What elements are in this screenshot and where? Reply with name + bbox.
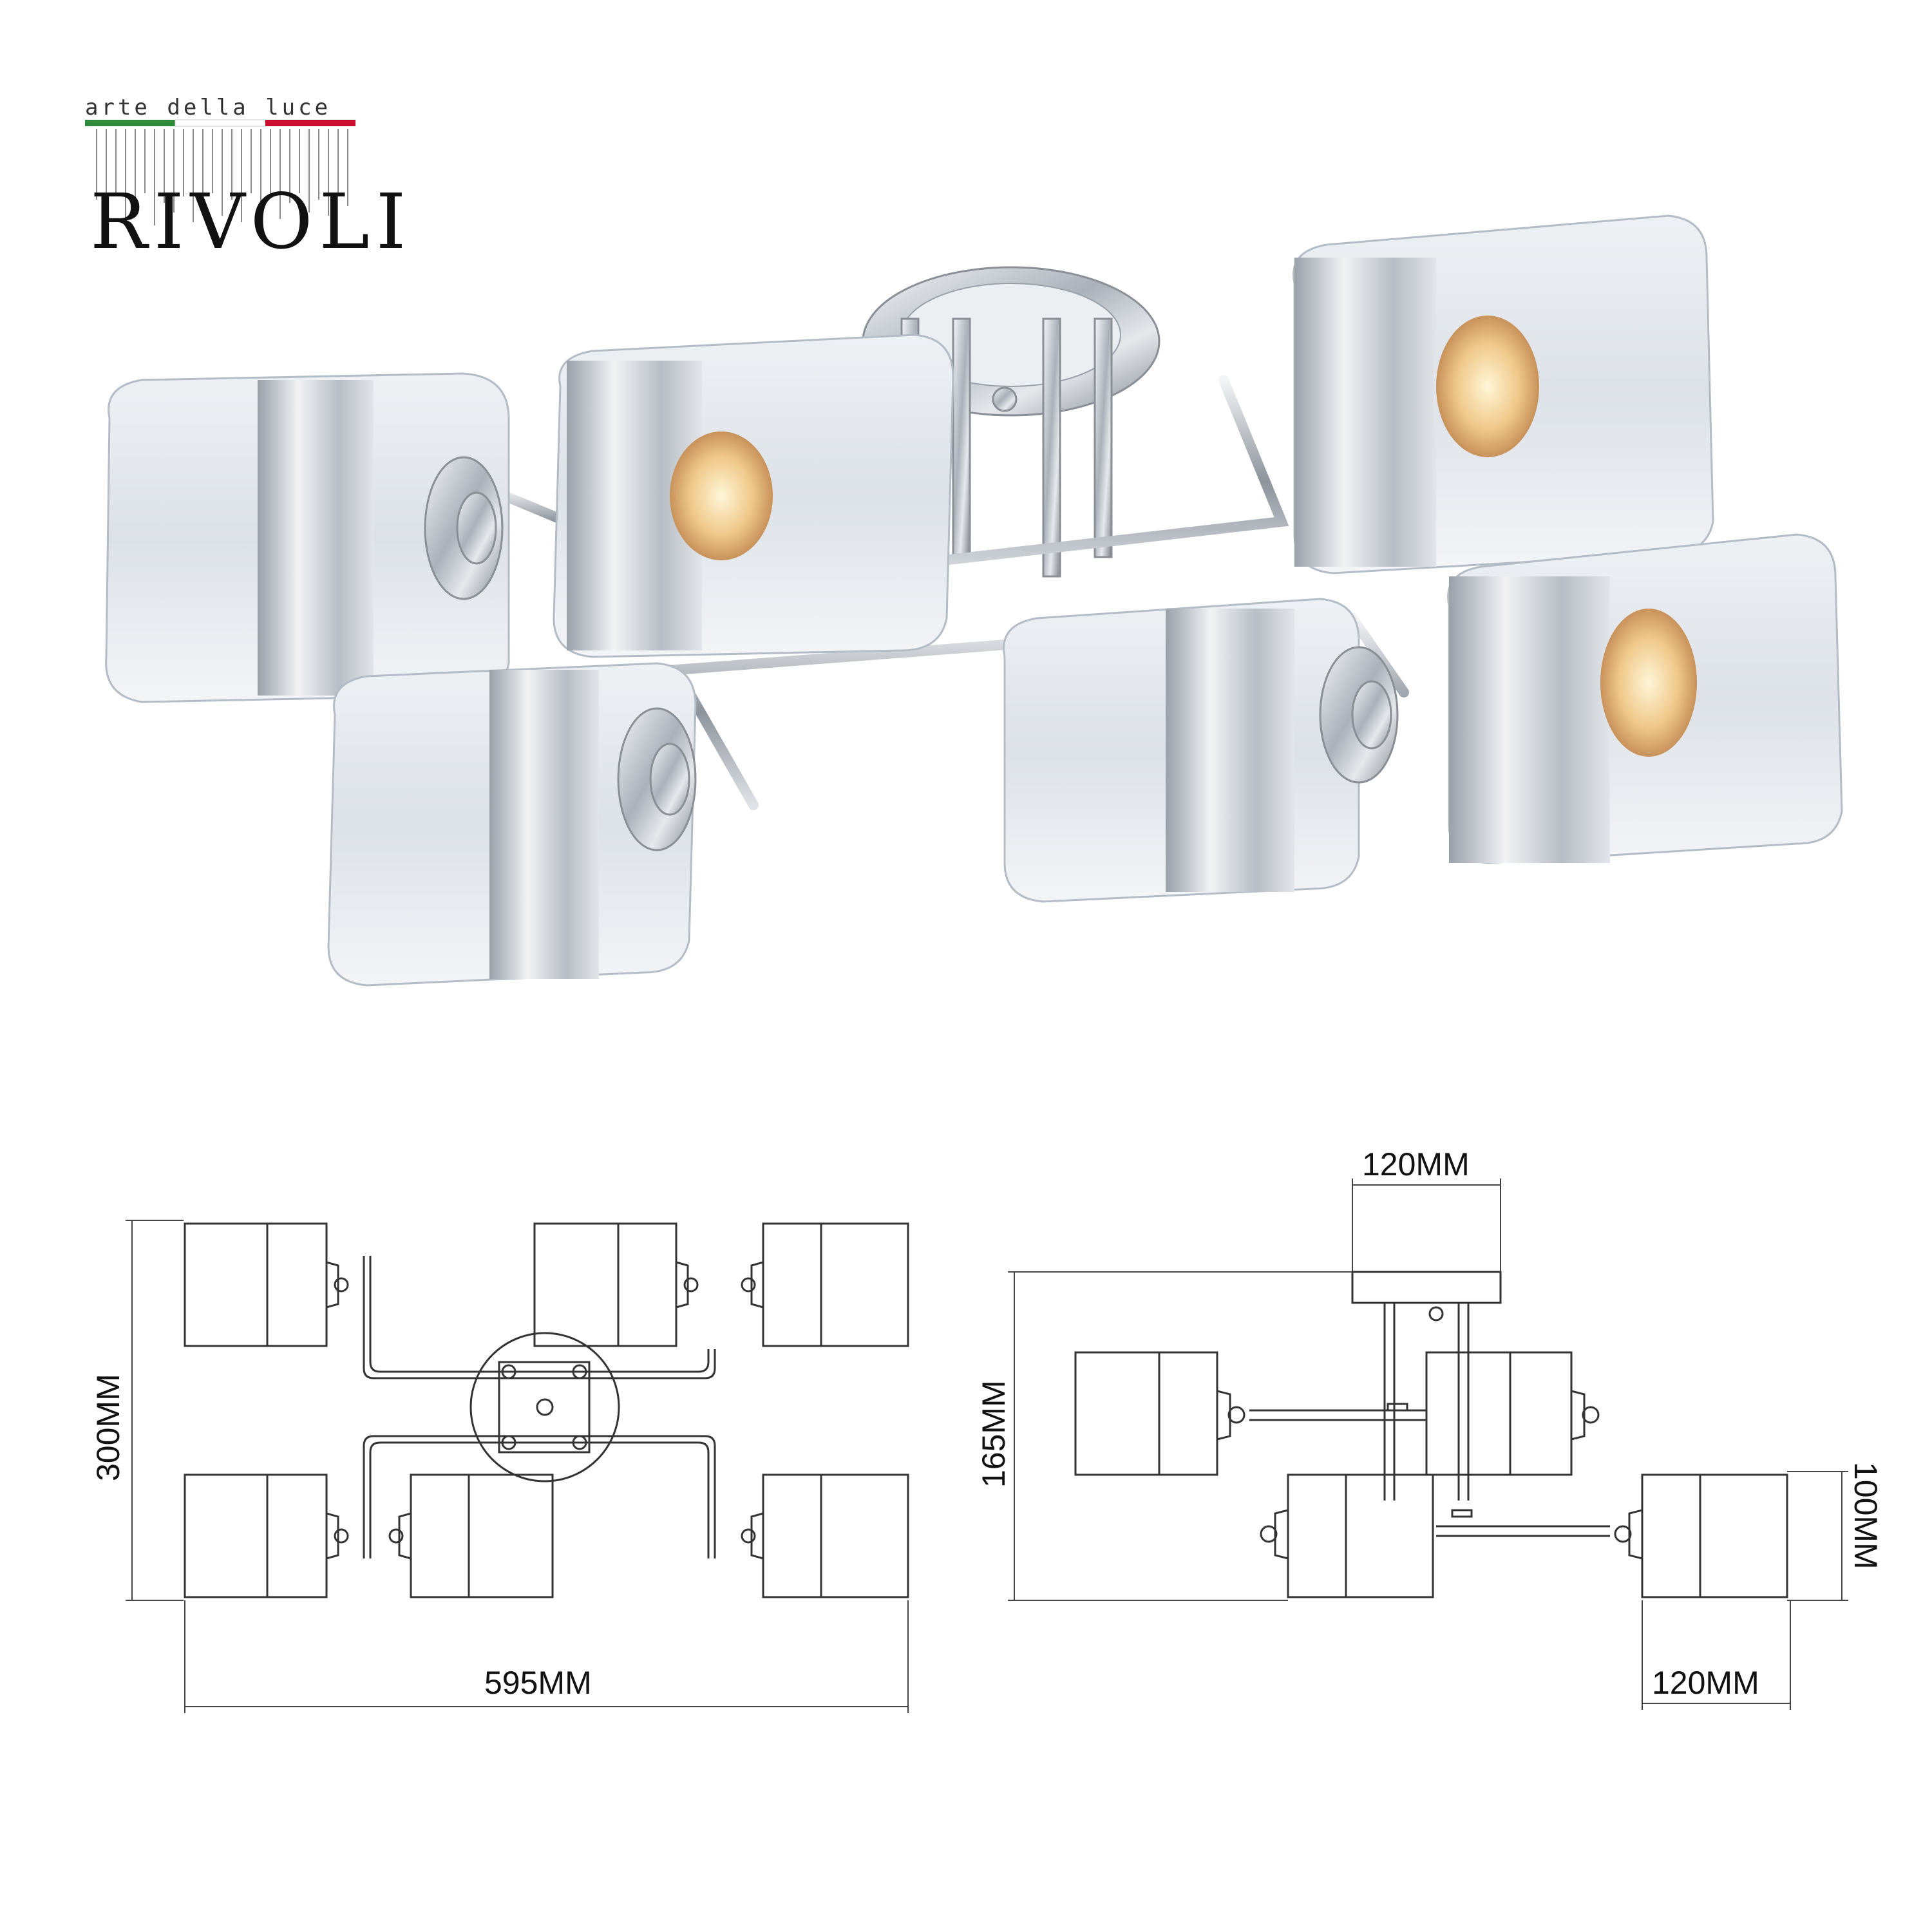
top-view-depth-label: 300MM	[90, 1374, 126, 1481]
side-view-lower-arm	[1436, 1509, 1610, 1537]
brand-tagline: arte della luce	[85, 95, 331, 120]
side-view-shade-height-label: 100MM	[1848, 1462, 1884, 1569]
side-view-height-dimension	[1008, 1271, 1352, 1601]
flag-white-stripe	[175, 119, 266, 127]
side-view-canopy	[1351, 1271, 1502, 1501]
glass-shade-1	[105, 372, 510, 703]
bulb-3	[1436, 316, 1539, 457]
logo-curtain-lines	[96, 129, 348, 225]
top-view-canopy	[469, 1332, 620, 1482]
glass-shade-5	[1003, 598, 1399, 903]
top-view-width-dimension	[184, 1600, 909, 1713]
glass-shade-2	[553, 334, 954, 658]
glass-shade-6	[1447, 533, 1843, 864]
side-view-canopy-label: 120MM	[1362, 1146, 1470, 1182]
product-photo	[105, 214, 1843, 987]
side-view-holders	[1217, 1390, 1643, 1560]
bulb-6	[1600, 609, 1697, 757]
top-view-arms	[363, 1256, 716, 1558]
top-view-width-label: 595MM	[484, 1665, 592, 1701]
brand-name: RIVOLI	[90, 177, 412, 266]
side-view-shade-width-dimension	[1642, 1600, 1791, 1710]
top-view-depth-dimension	[126, 1220, 184, 1601]
flag-red-stripe	[265, 120, 355, 126]
top-view-shades	[184, 1222, 909, 1598]
side-view-shade-width-label: 120MM	[1652, 1665, 1759, 1701]
side-view-upper-arm	[1249, 1403, 1426, 1421]
side-view-canopy-dimension	[1352, 1179, 1501, 1272]
side-view-height-label: 165MM	[976, 1380, 1012, 1488]
flag-green-stripe	[85, 120, 175, 126]
glass-shade-4	[327, 662, 697, 987]
brand-logo: arte della luce RIVOLI	[85, 95, 412, 266]
glass-shade-3	[1293, 214, 1714, 574]
side-view-drawing: 120MM 165MM 100MM 120MM	[976, 1146, 1884, 1710]
side-view-shade-height-dimension	[1787, 1471, 1848, 1601]
bulb-2	[670, 431, 773, 560]
top-view-holders	[326, 1261, 764, 1560]
top-view-drawing: 300MM 595MM	[90, 1220, 909, 1713]
side-view-shades	[1074, 1351, 1788, 1598]
